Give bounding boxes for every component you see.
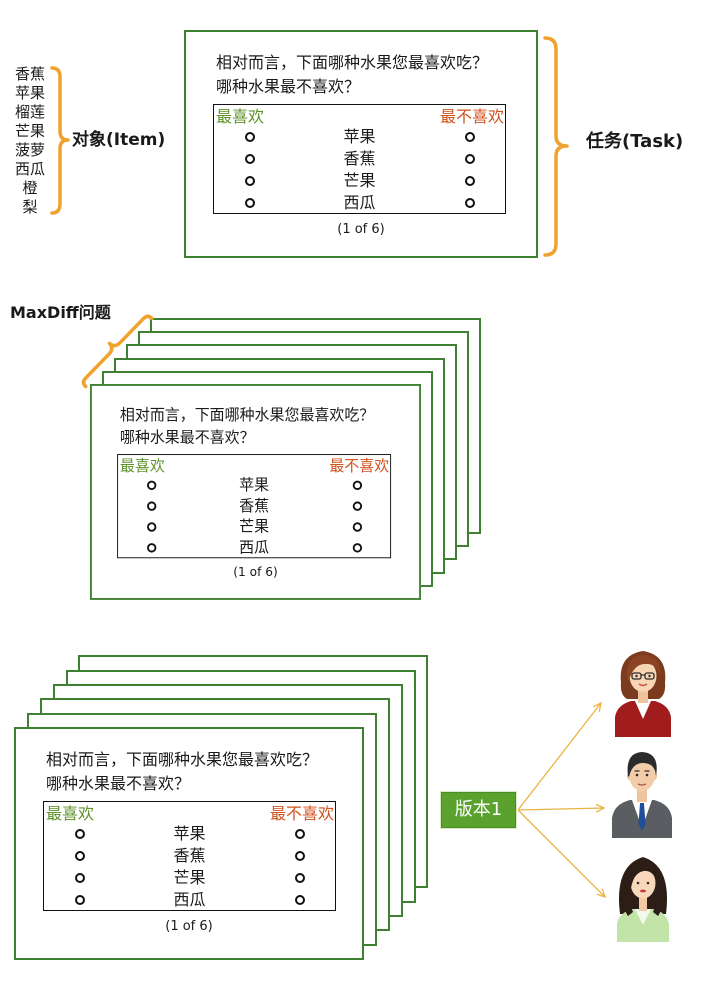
worst-radio-icon bbox=[465, 198, 475, 208]
option-label: 芒果 bbox=[343, 171, 376, 190]
best-radio-icon bbox=[147, 522, 157, 532]
survey-task-card: 相对而言，下面哪种水果您最喜欢吃？ 哪种水果最不喜欢？ 最喜欢 最不喜欢 苹果 … bbox=[14, 727, 364, 960]
item-entry: 菠萝 bbox=[14, 141, 45, 159]
worst-radio-icon bbox=[352, 501, 363, 511]
choice-table: 最喜欢 最不喜欢 苹果 香蕉 芒果 西瓜 bbox=[213, 104, 506, 214]
worst-radio-icon bbox=[465, 154, 475, 164]
question-text: 相对而言，下面哪种水果您最喜欢吃？ 哪种水果最不喜欢？ bbox=[120, 404, 374, 449]
question-text: 相对而言，下面哪种水果您最喜欢吃？ 哪种水果最不喜欢？ bbox=[46, 748, 318, 796]
choice-row: 芒果 bbox=[44, 867, 335, 889]
worst-radio-icon bbox=[295, 895, 305, 905]
best-label: 最喜欢 bbox=[119, 456, 165, 475]
best-label: 最喜欢 bbox=[46, 804, 95, 823]
question-line-1: 相对而言，下面哪种水果您最喜欢吃？ bbox=[216, 53, 489, 72]
arrow-to-respondent-2-icon bbox=[517, 808, 604, 810]
best-radio-icon bbox=[75, 829, 85, 839]
option-label: 芒果 bbox=[173, 868, 206, 887]
page-counter: (1 of 6) bbox=[337, 222, 385, 237]
choice-row: 香蕉 bbox=[214, 148, 505, 170]
task-bracket-label: 任务(Task) bbox=[586, 131, 684, 152]
best-radio-icon bbox=[147, 543, 157, 553]
option-label: 香蕉 bbox=[173, 846, 206, 865]
best-radio-icon bbox=[245, 154, 255, 164]
item-entry: 榴莲 bbox=[14, 103, 45, 121]
woman-avatar bbox=[617, 857, 669, 942]
question-line-1: 相对而言，下面哪种水果您最喜欢吃？ bbox=[46, 750, 319, 769]
choice-row: 芒果 bbox=[118, 517, 390, 538]
woman-with-glasses-avatar bbox=[615, 651, 671, 737]
option-label: 芒果 bbox=[239, 517, 270, 536]
question-text: 相对而言，下面哪种水果您最喜欢吃？ 哪种水果最不喜欢？ bbox=[216, 51, 488, 99]
choice-table: 最喜欢 最不喜欢 苹果 香蕉 芒果 西瓜 bbox=[43, 801, 336, 911]
worst-radio-icon bbox=[352, 543, 363, 553]
worst-radio-icon bbox=[295, 829, 305, 839]
worst-radio-icon bbox=[295, 873, 305, 883]
option-label: 西瓜 bbox=[173, 890, 206, 909]
item-entry: 苹果 bbox=[14, 84, 45, 102]
best-radio-icon bbox=[75, 851, 85, 861]
survey-task-card: 相对而言，下面哪种水果您最喜欢吃？ 哪种水果最不喜欢？ 最喜欢 最不喜欢 苹果 … bbox=[184, 30, 538, 258]
man-in-suit-avatar bbox=[612, 752, 672, 838]
question-line-1: 相对而言，下面哪种水果您最喜欢吃？ bbox=[119, 405, 375, 424]
arrow-to-respondent-3-icon bbox=[517, 809, 605, 897]
best-radio-icon bbox=[75, 895, 85, 905]
option-label: 苹果 bbox=[173, 824, 206, 843]
page-counter: (1 of 6) bbox=[165, 919, 213, 934]
worst-radio-icon bbox=[295, 851, 305, 861]
item-entry: 橙 bbox=[22, 179, 38, 197]
item-entry: 芒果 bbox=[14, 122, 45, 140]
worst-label: 最不喜欢 bbox=[329, 456, 390, 475]
best-radio-icon bbox=[245, 176, 255, 186]
maxdiff-bracket-icon bbox=[81, 314, 154, 389]
question-line-2: 哪种水果最不喜欢？ bbox=[46, 774, 191, 793]
worst-radio-icon bbox=[352, 522, 363, 532]
option-label: 香蕉 bbox=[343, 149, 376, 168]
page-counter: (1 of 6) bbox=[233, 565, 278, 581]
arrow-to-respondent-1-icon bbox=[517, 703, 601, 811]
choice-row: 西瓜 bbox=[44, 889, 335, 911]
option-label: 西瓜 bbox=[239, 538, 270, 557]
item-entry: 西瓜 bbox=[14, 160, 45, 178]
task-bracket-icon bbox=[543, 36, 569, 257]
item-entry: 香蕉 bbox=[14, 65, 45, 83]
version-badge: 版本1 bbox=[441, 792, 516, 828]
worst-label: 最不喜欢 bbox=[439, 107, 504, 126]
worst-radio-icon bbox=[352, 480, 363, 491]
worst-radio-icon bbox=[465, 176, 475, 186]
choice-row: 苹果 bbox=[118, 475, 390, 496]
best-radio-icon bbox=[75, 873, 85, 883]
choice-row: 苹果 bbox=[214, 126, 505, 148]
survey-task-card: 相对而言，下面哪种水果您最喜欢吃？ 哪种水果最不喜欢？ 最喜欢 最不喜欢 苹果 … bbox=[90, 384, 421, 600]
option-label: 香蕉 bbox=[239, 496, 270, 515]
choice-table: 最喜欢 最不喜欢 苹果 香蕉 芒果 西瓜 bbox=[117, 454, 392, 559]
option-label: 苹果 bbox=[239, 475, 270, 494]
choice-row: 西瓜 bbox=[214, 192, 505, 214]
choice-row: 香蕉 bbox=[44, 845, 335, 867]
best-radio-icon bbox=[147, 501, 157, 511]
question-line-2: 哪种水果最不喜欢？ bbox=[119, 428, 255, 447]
item-bracket-icon bbox=[50, 66, 70, 215]
item-list: 香蕉 苹果 榴莲 芒果 菠萝 西瓜 橙 梨 bbox=[12, 65, 48, 217]
best-radio-icon bbox=[245, 132, 255, 142]
option-label: 西瓜 bbox=[343, 193, 376, 212]
maxdiff-title: MaxDiff问题 bbox=[10, 303, 111, 322]
question-line-2: 哪种水果最不喜欢？ bbox=[216, 77, 361, 96]
choice-row: 西瓜 bbox=[118, 537, 390, 558]
item-bracket-label: 对象(Item) bbox=[72, 130, 166, 150]
item-entry: 梨 bbox=[22, 198, 38, 216]
choice-row: 香蕉 bbox=[118, 496, 390, 517]
best-label: 最喜欢 bbox=[216, 107, 265, 126]
option-label: 苹果 bbox=[343, 127, 376, 146]
worst-label: 最不喜欢 bbox=[269, 804, 334, 823]
best-radio-icon bbox=[147, 480, 157, 491]
choice-row: 苹果 bbox=[44, 823, 335, 845]
worst-radio-icon bbox=[465, 132, 475, 142]
choice-row: 芒果 bbox=[214, 170, 505, 192]
best-radio-icon bbox=[245, 198, 255, 208]
